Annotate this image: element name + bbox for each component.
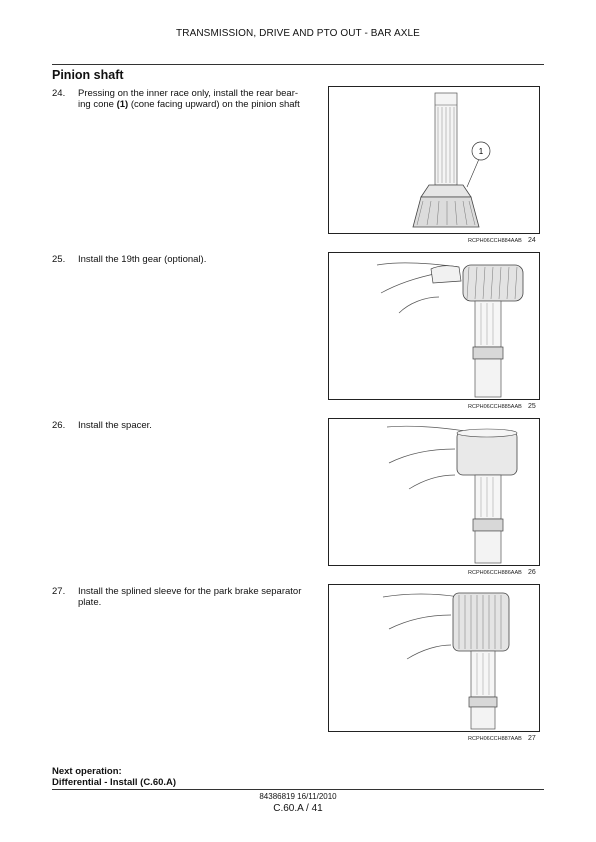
header-rule	[52, 64, 544, 65]
next-operation-label: Next operation:	[52, 766, 122, 777]
splined-sleeve-install-illustration	[382, 592, 510, 730]
step-text: Install the 19th gear (optional).	[78, 254, 207, 265]
figure-number: 24	[528, 237, 536, 244]
figure-number: 26	[528, 569, 536, 576]
spacer-install-illustration	[386, 425, 518, 564]
figure-code: RCPH06CCH884AAB	[468, 238, 522, 244]
figure-number: 25	[528, 403, 536, 410]
step-text-part: Pressing on the inner race only, install…	[78, 88, 299, 110]
figure-code: RCPH06CCH885AAB	[468, 404, 522, 410]
figure-number: 27	[528, 735, 536, 742]
step-number: 24.	[52, 88, 66, 99]
figure-splined-sleeve	[328, 584, 540, 732]
figure-code: RCPH06CCH886AAB	[468, 570, 522, 576]
pinion-shaft-bearing-illustration: 1	[412, 92, 491, 228]
callout-number: 1	[479, 147, 484, 156]
footer-page-number: C.60.A / 41	[273, 803, 323, 814]
figure-19th-gear	[328, 252, 540, 400]
step-number: 27.	[52, 586, 66, 597]
step-number: 26.	[52, 420, 66, 431]
step-text: Pressing on the inner race only, install…	[78, 88, 310, 110]
next-operation-link[interactable]: Differential - Install (C.60.A)	[52, 777, 177, 788]
figure-code: RCPH06CCH887AAB	[468, 736, 522, 742]
step-number: 25.	[52, 254, 66, 265]
footer-rule	[52, 789, 544, 790]
step-text: Install the splined sleeve for the park …	[78, 586, 302, 608]
step-text: Install the spacer.	[78, 420, 152, 431]
section-title: Pinion shaft	[52, 68, 124, 82]
gear-install-illustration	[376, 262, 524, 398]
footer-doc-ref: 84386819 16/11/2010	[259, 792, 337, 801]
step-text-part: (cone facing upward) on the pinion shaft	[128, 99, 300, 110]
page-header: TRANSMISSION, DRIVE AND PTO OUT - BAR AX…	[176, 28, 420, 39]
callout-reference: (1)	[116, 99, 129, 110]
figure-spacer	[328, 418, 540, 566]
figure-bearing-cone: 1	[328, 86, 540, 234]
